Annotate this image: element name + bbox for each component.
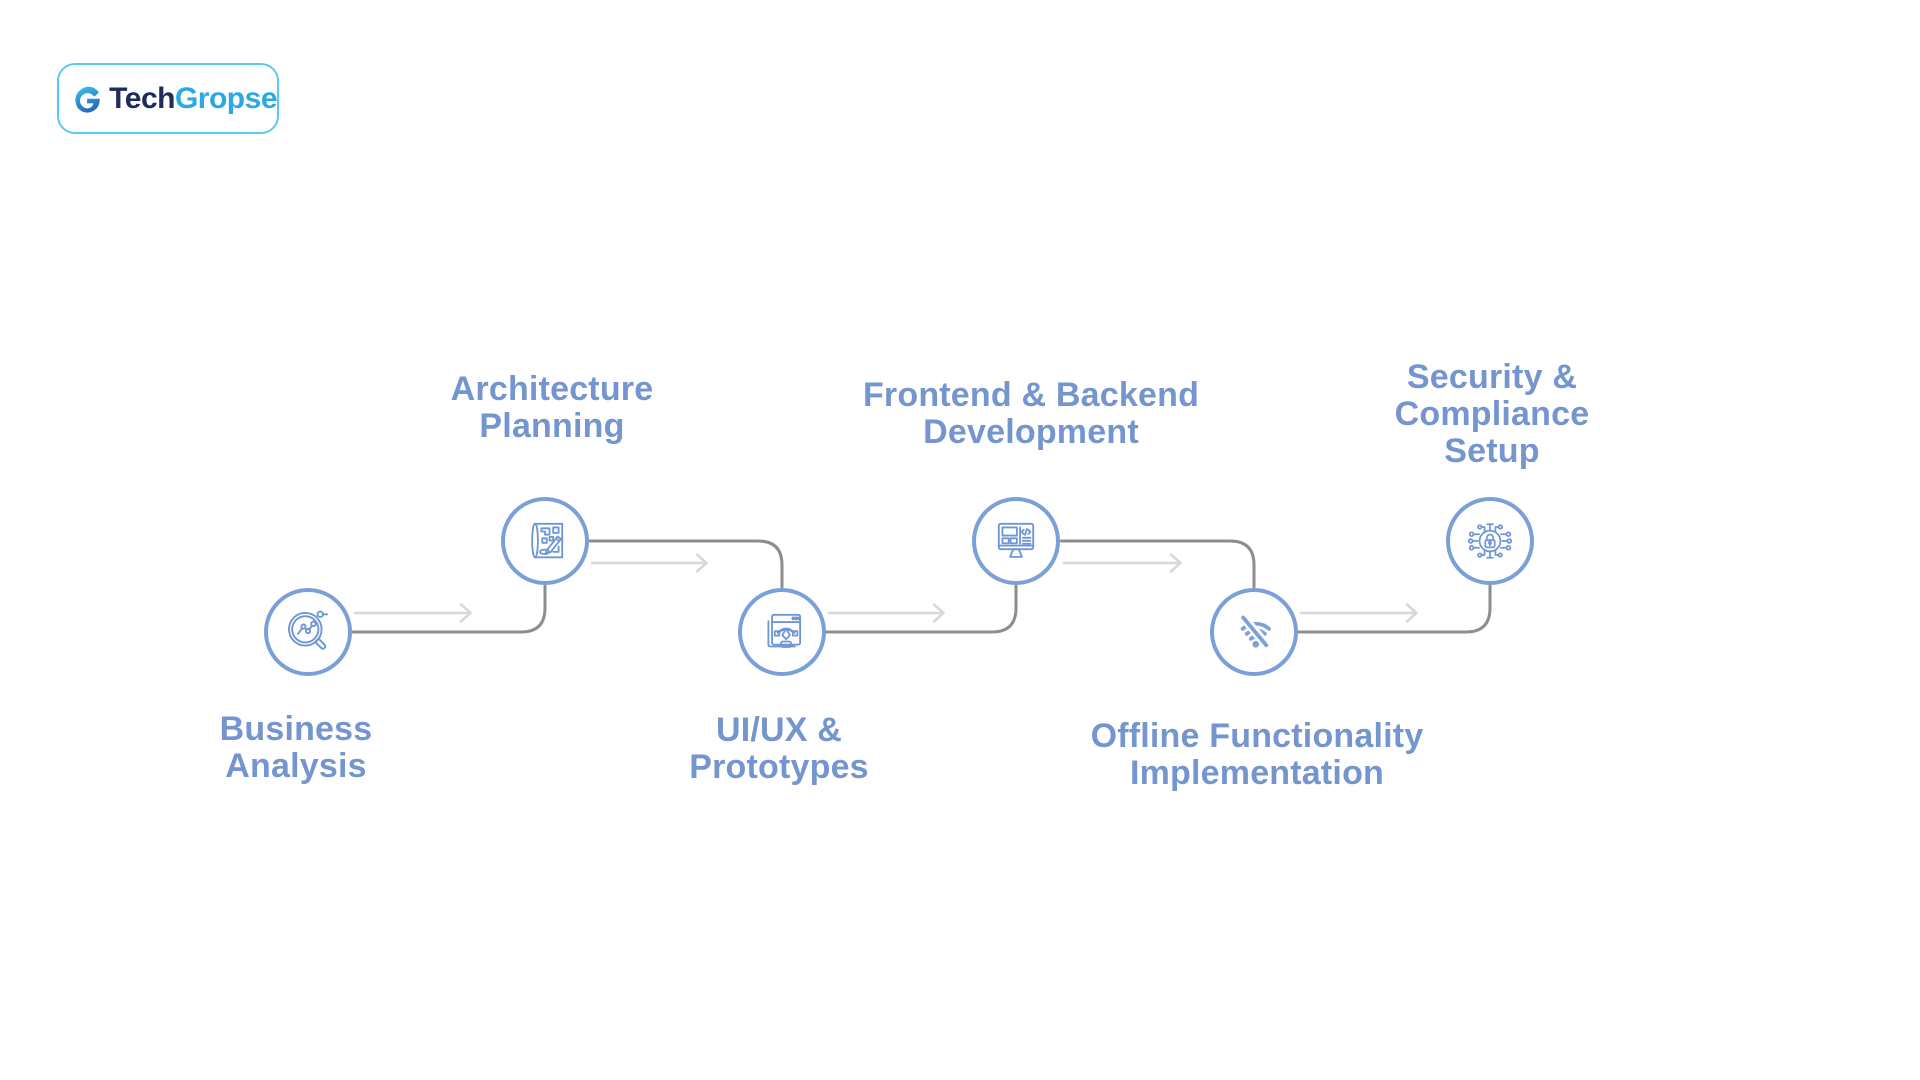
arrow-3-icon bbox=[827, 603, 945, 623]
direction-arrows bbox=[353, 553, 1418, 623]
step-label-security-compliance: Security & Compliance Setup bbox=[1394, 358, 1590, 470]
step-label-uiux-prototypes: UI/UX & Prototypes bbox=[689, 711, 869, 786]
step-label-frontend-backend: Frontend & Backend Development bbox=[862, 376, 1200, 451]
step-circle-security-compliance bbox=[1446, 497, 1534, 585]
frontend-backend-monitor-code-icon bbox=[997, 522, 1035, 558]
logo-text-gropse: Gropse bbox=[174, 81, 278, 115]
uiux-pen-tool-window-icon bbox=[767, 613, 802, 648]
security-lock-circuit-icon bbox=[1467, 523, 1513, 559]
business-analysis-magnifier-chart-icon bbox=[288, 610, 328, 650]
step-circle-business-analysis bbox=[264, 588, 352, 676]
offline-wifi-off-icon bbox=[1237, 610, 1273, 652]
architecture-blueprint-pencil-icon bbox=[531, 522, 564, 559]
step-label-architecture-planning: Architecture Planning bbox=[450, 370, 654, 445]
logo-wordmark: TechGropse bbox=[109, 82, 277, 116]
arrow-1-icon bbox=[353, 603, 472, 623]
arrow-5-icon bbox=[1299, 603, 1418, 623]
step-label-offline-functionality: Offline Functionality Implementation bbox=[1090, 717, 1424, 792]
step-circle-uiux-prototypes bbox=[738, 588, 826, 676]
logo-text-tech: Tech bbox=[109, 81, 175, 115]
step-circle-architecture-planning bbox=[501, 497, 589, 585]
arrow-4-icon bbox=[1062, 553, 1182, 573]
connector-path bbox=[351, 539, 1492, 634]
step-circle-frontend-backend bbox=[972, 497, 1060, 585]
step-circle-offline-functionality bbox=[1210, 588, 1298, 676]
g-logo-mark-icon bbox=[75, 86, 100, 113]
techgropse-logo: TechGropse bbox=[57, 63, 279, 134]
step-label-business-analysis: Business Analysis bbox=[219, 710, 373, 785]
arrow-2-icon bbox=[590, 553, 708, 573]
